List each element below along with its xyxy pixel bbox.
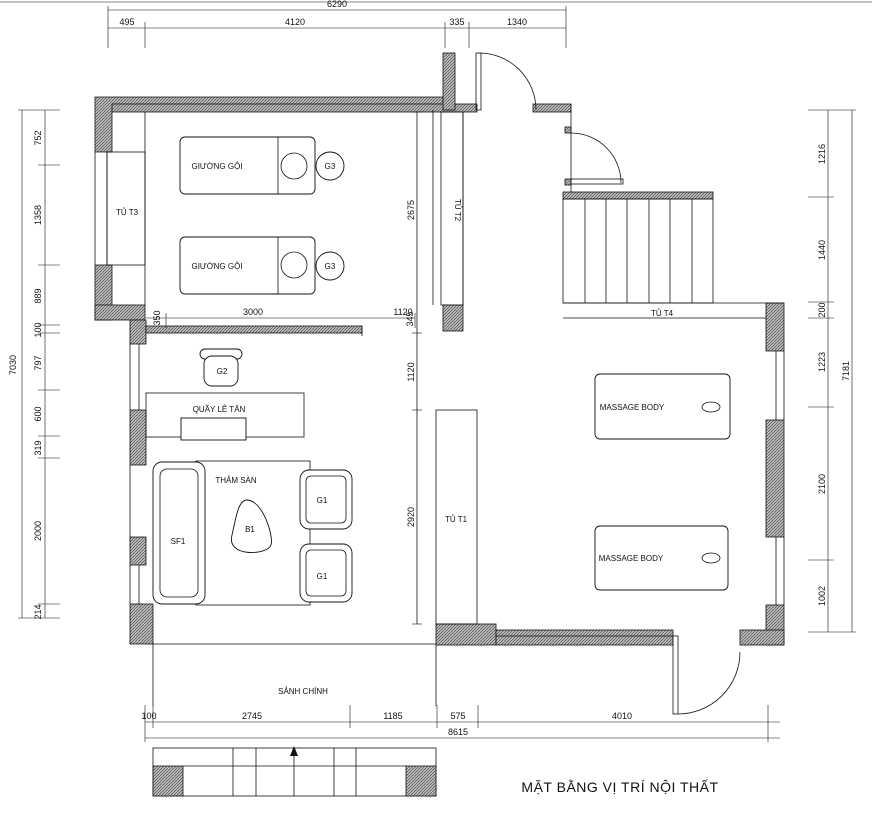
bottom-dimensions: 100 2745 1185 575 4010 8615 [141, 705, 780, 742]
chair-g3-2-label: G3 [325, 262, 336, 271]
top-dimensions: 6290 495 4120 335 1340 [107, 0, 567, 48]
table-label: B1 [245, 525, 255, 534]
dim-left-214: 214 [33, 604, 43, 619]
dim-left-889: 889 [33, 288, 43, 303]
dim-right-1223: 1223 [817, 352, 827, 372]
dim-top-495: 495 [119, 17, 134, 27]
entrance-steps [152, 746, 437, 797]
dim-top-4120: 4120 [285, 17, 305, 27]
cabinet-t1-label: TỦ T1 [445, 515, 468, 524]
dim-int-345: 345 [405, 311, 415, 326]
dim-top-1340: 1340 [507, 17, 527, 27]
shampoo-bed-1: GIƯỜNG GỘI [179, 136, 316, 195]
dim-left-797: 797 [33, 355, 43, 370]
armchair-g1-1: G1 [299, 469, 353, 530]
dim-bottom-4010: 4010 [612, 711, 632, 721]
dim-bottom-total: 8615 [448, 727, 468, 737]
chair-g2-label: G2 [217, 367, 228, 376]
interior-dimensions: 350 3000 1120 345 2675 1120 2920 [146, 111, 422, 625]
dim-right-1440: 1440 [817, 240, 827, 260]
chair-g3-1 [315, 151, 345, 181]
shampoo-bed-2-label: GIƯỜNG GỘI [191, 262, 242, 271]
dim-top-total: 6290 [327, 0, 347, 9]
dim-right-1216: 1216 [817, 144, 827, 164]
staircase [562, 198, 784, 319]
dim-left-total: 7030 [8, 355, 18, 375]
dim-left-600: 600 [33, 406, 43, 421]
sofa-sf1: SF1 [152, 461, 206, 605]
table-b1: B1 [231, 499, 272, 553]
sofa-label: SF1 [171, 537, 186, 546]
right-dimensions: 7181 1216 1440 200 1223 2100 1002 [808, 109, 856, 633]
cabinet-t4-label: TỦ T4 [651, 309, 674, 318]
dim-left-752: 752 [33, 130, 43, 145]
cabinet-t3-label: TỦ T3 [116, 208, 139, 217]
armchair-1-label: G1 [317, 496, 328, 505]
doors [475, 52, 741, 715]
chair-g2: G2 [199, 348, 243, 387]
chair-g3-1-label: G3 [325, 162, 336, 171]
dim-int-2920: 2920 [406, 507, 416, 527]
cabinet-t2: TỦ T2 [440, 111, 464, 306]
dim-bottom-2745: 2745 [242, 711, 262, 721]
cabinet-t2-label: TỦ T2 [453, 199, 462, 222]
massage-bed-2: MASSAGE BODY [594, 525, 729, 591]
dim-left-1358: 1358 [33, 205, 43, 225]
armchair-g1-2: G1 [299, 543, 353, 603]
dim-int-350: 350 [152, 310, 162, 325]
reception-desk: QUẦY LỄ TÂN [145, 392, 305, 441]
dim-int-1120b: 1120 [406, 362, 416, 381]
dim-right-total: 7181 [841, 361, 851, 381]
dim-bottom-575: 575 [450, 711, 465, 721]
dim-int-2675: 2675 [406, 200, 416, 220]
dim-int-3000: 3000 [243, 307, 263, 317]
drawing-title: MẶT BẰNG VỊ TRÍ NỘI THẤT [521, 778, 718, 795]
carpet-label: THẢM SÀN [215, 476, 257, 485]
chair-g3-2 [315, 251, 345, 281]
dim-top-335: 335 [449, 17, 464, 27]
cabinet-t1: TỦ T1 [435, 409, 478, 625]
massage-bed-2-label: MASSAGE BODY [599, 554, 664, 563]
dim-left-2000: 2000 [33, 521, 43, 541]
dim-left-319: 319 [33, 440, 43, 455]
dim-int-1120a: 1120 [393, 307, 412, 317]
shampoo-bed-2: GIƯỜNG GỘI [179, 236, 316, 295]
massage-bed-1-label: MASSAGE BODY [600, 403, 665, 412]
dim-right-2100: 2100 [817, 474, 827, 494]
dim-bottom-100: 100 [141, 711, 156, 721]
dim-left-100: 100 [33, 322, 43, 337]
dim-bottom-1185: 1185 [383, 711, 402, 721]
main-hall-label: SẢNH CHÍNH [278, 687, 328, 696]
dim-right-1002: 1002 [817, 586, 827, 606]
dim-right-200: 200 [817, 302, 827, 317]
armchair-2-label: G1 [317, 572, 328, 581]
shampoo-bed-1-label: GIƯỜNG GỘI [191, 162, 242, 171]
left-dimensions: 7030 752 1358 889 100 797 600 319 2000 2… [8, 109, 60, 620]
cabinet-t3: TỦ T3 [106, 112, 146, 305]
massage-bed-1: MASSAGE BODY [594, 373, 731, 440]
reception-label: QUẦY LỄ TÂN [193, 404, 246, 414]
